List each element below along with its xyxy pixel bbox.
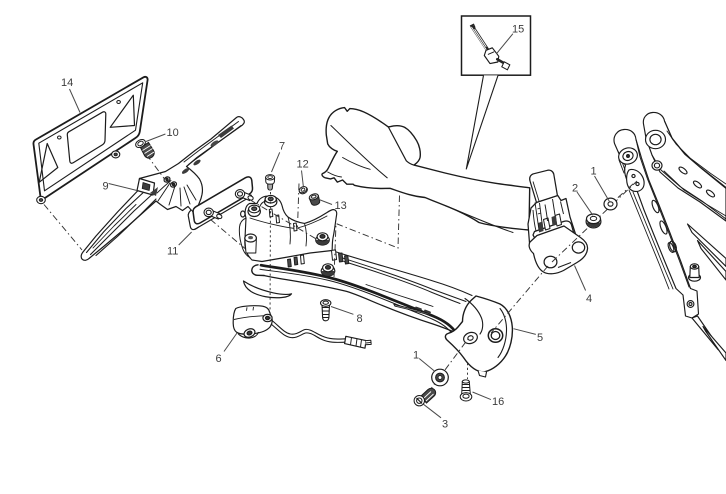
svg-text:15: 15: [512, 24, 524, 36]
svg-text:13: 13: [335, 200, 347, 212]
svg-text:8: 8: [357, 313, 363, 325]
svg-text:11: 11: [167, 246, 178, 258]
svg-text:12: 12: [297, 159, 309, 171]
svg-text:16: 16: [492, 396, 504, 408]
svg-text:9: 9: [103, 181, 109, 193]
svg-text:2: 2: [572, 183, 578, 195]
svg-text:6: 6: [216, 353, 222, 365]
svg-text:4: 4: [586, 293, 592, 305]
svg-text:10: 10: [167, 127, 179, 139]
svg-text:5: 5: [537, 332, 543, 344]
svg-text:3: 3: [442, 419, 448, 431]
svg-text:1: 1: [413, 350, 419, 362]
svg-text:14: 14: [61, 77, 73, 89]
svg-text:7: 7: [279, 141, 285, 153]
svg-text:1: 1: [591, 166, 597, 178]
